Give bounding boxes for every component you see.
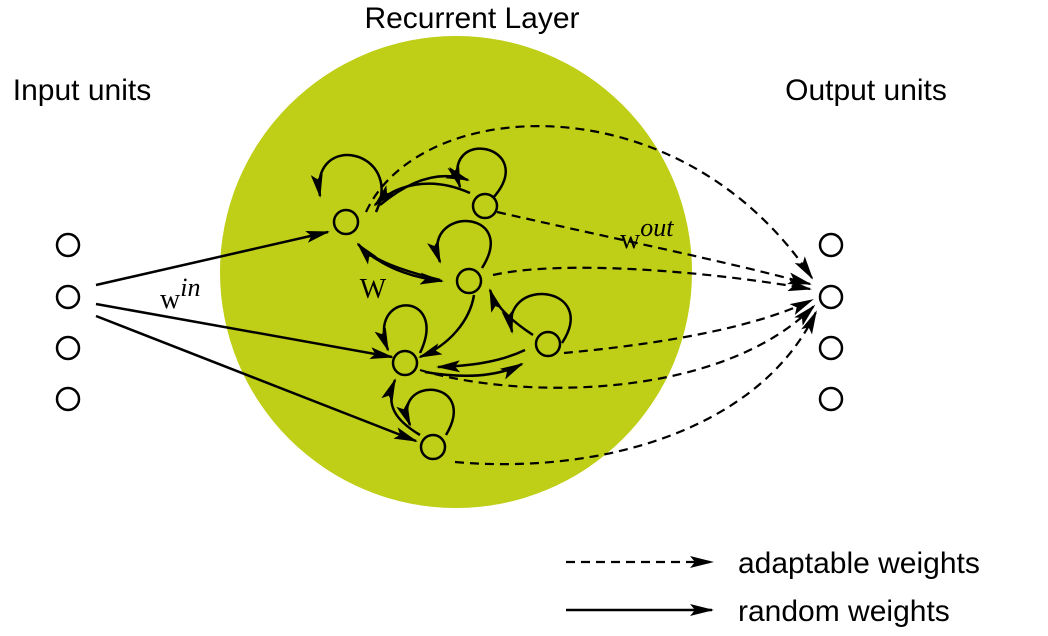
output-units-label: Output units <box>785 74 947 107</box>
output-weight-base: w <box>620 224 641 255</box>
input-weight-edge <box>95 302 394 360</box>
input-weight-edge <box>95 230 330 287</box>
output-weights <box>365 124 817 466</box>
legend: adaptable weights random weights <box>566 547 980 628</box>
legend-adaptable-label: adaptable weights <box>738 547 980 580</box>
internal-edge <box>418 294 476 359</box>
output-weight-edge <box>496 210 812 286</box>
reservoir-units <box>332 192 562 461</box>
input-unit <box>55 232 81 258</box>
input-weights <box>95 230 418 443</box>
self-loop <box>374 304 428 354</box>
internal-edge <box>365 250 444 285</box>
input-units-label: Input units <box>13 74 151 107</box>
reservoir-unit <box>391 349 419 377</box>
reservoir-unit <box>332 208 360 236</box>
reservoir-unit <box>534 330 562 358</box>
internal-edge <box>381 378 421 437</box>
internal-weights <box>310 147 572 437</box>
output-unit <box>818 232 844 258</box>
output-weight-sup: out <box>640 213 674 242</box>
output-unit <box>818 335 844 361</box>
self-loop <box>396 388 455 436</box>
internal-edge <box>424 362 524 380</box>
input-weight-label: win <box>160 273 200 315</box>
input-unit <box>55 284 81 310</box>
recurrent-layer-title: Recurrent Layer <box>364 2 579 35</box>
output-unit <box>818 386 844 412</box>
output-weight-edge <box>419 304 816 389</box>
output-weight-edge <box>492 266 812 292</box>
input-unit <box>55 386 81 412</box>
output-weight-label: wout <box>620 213 674 255</box>
legend-random-label: random weights <box>738 595 950 628</box>
output-weight-edge <box>454 310 817 466</box>
self-loop <box>501 292 572 344</box>
self-loop <box>427 219 492 269</box>
recurrent-layer-region <box>220 36 692 508</box>
input-units <box>55 232 81 412</box>
reservoir-unit <box>471 192 499 220</box>
output-unit <box>818 284 844 310</box>
internal-weight-label: W <box>360 274 387 305</box>
input-weight-edge <box>95 314 418 443</box>
internal-edge <box>379 166 470 206</box>
internal-edge <box>436 348 526 373</box>
output-units <box>818 232 844 412</box>
reservoir-unit <box>455 267 483 295</box>
input-weight-base: w <box>160 284 181 315</box>
output-weight-edge <box>563 299 814 355</box>
input-weight-sup: in <box>180 273 200 302</box>
input-unit <box>55 335 81 361</box>
internal-edge <box>373 182 471 207</box>
internal-edge <box>488 288 534 337</box>
reservoir-unit <box>419 433 447 461</box>
